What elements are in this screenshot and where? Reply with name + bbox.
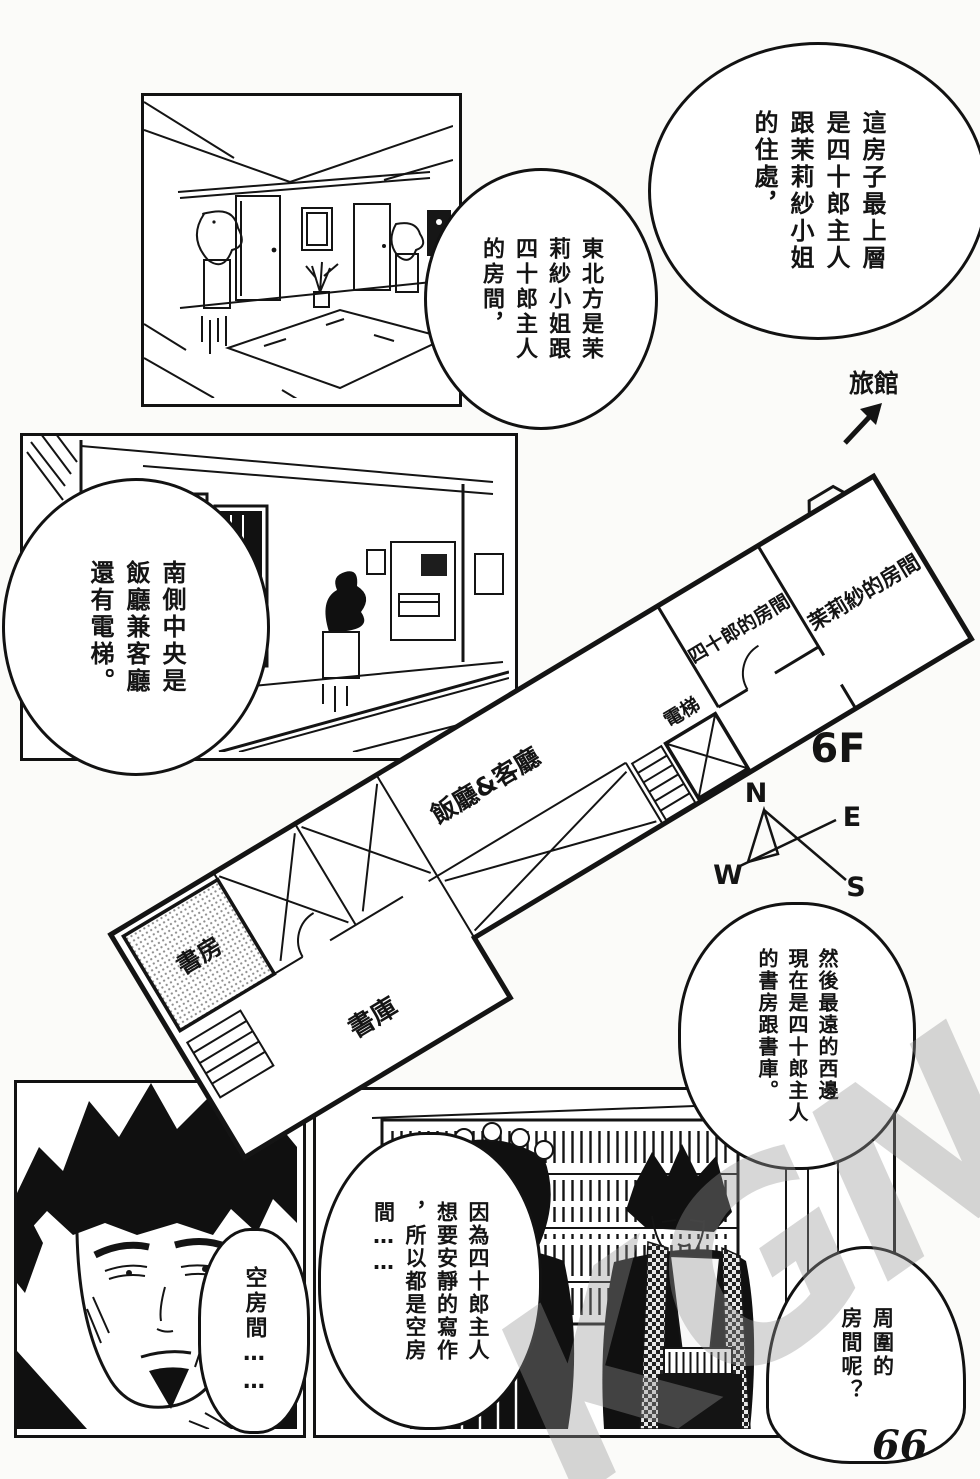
room-label-study: 書房	[172, 932, 228, 981]
bubble-bottom-left: 空房間……	[198, 1228, 310, 1434]
page-number: 66	[872, 1422, 928, 1469]
bubble-bottom-right-text: 周圍的 房間呢？	[839, 1307, 895, 1403]
bubble-top-mid-text: 東北方是茉 莉紗小姐跟 四十郎主人 的房間，	[479, 236, 603, 362]
bubble-plan-south-text: 然後最遠的西邊 現在是四十郎主人 的書房跟書庫。	[755, 948, 839, 1124]
room-label-elevator: 電梯	[660, 693, 704, 732]
floor-label: 6F	[810, 726, 865, 772]
compass-n: N	[745, 778, 768, 809]
room-label-marisa: 茉莉紗的房間	[804, 550, 924, 635]
bubble-top-right-text: 這房子最上層 是四十郎主人 跟茉莉紗小姐 的住處，	[750, 110, 886, 272]
bubble-plan-south: 然後最遠的西邊 現在是四十郎主人 的書房跟書庫。	[678, 902, 916, 1170]
room-label-shijuro: 四十郎的房間	[684, 590, 794, 668]
compass-e: E	[843, 802, 861, 833]
hotel-label: 旅館	[849, 369, 899, 398]
bubble-top-mid: 東北方是茉 莉紗小姐跟 四十郎主人 的房間，	[424, 168, 658, 430]
room-label-stack: 書庫	[343, 992, 403, 1045]
compass-w: W	[713, 860, 743, 891]
compass-s: S	[846, 872, 865, 903]
bubble-bottom-left-text: 空房間……	[241, 1265, 267, 1397]
hallway-art	[144, 101, 453, 398]
elevator-shaft-icon	[663, 711, 751, 801]
bubble-top-right: 這房子最上層 是四十郎主人 跟茉莉紗小姐 的住處，	[648, 42, 980, 340]
bubble-bottom-mid-text: 因為四十郎主人 想要安靜的寫作 ，所以都是空房 間……	[371, 1200, 491, 1362]
compass-icon: N E W S	[713, 778, 866, 903]
panel-hallway	[141, 93, 462, 407]
bubble-bottom-mid: 因為四十郎主人 想要安靜的寫作 ，所以都是空房 間……	[318, 1132, 542, 1430]
bubble-bottom-right: 周圍的 房間呢？	[766, 1246, 966, 1464]
hotel-arrow-icon	[843, 403, 882, 445]
bubble-mid-left-text: 南側中央是 飯廳兼客廳 還有電梯。	[86, 559, 186, 695]
bubble-mid-left: 南側中央是 飯廳兼客廳 還有電梯。	[2, 478, 270, 776]
